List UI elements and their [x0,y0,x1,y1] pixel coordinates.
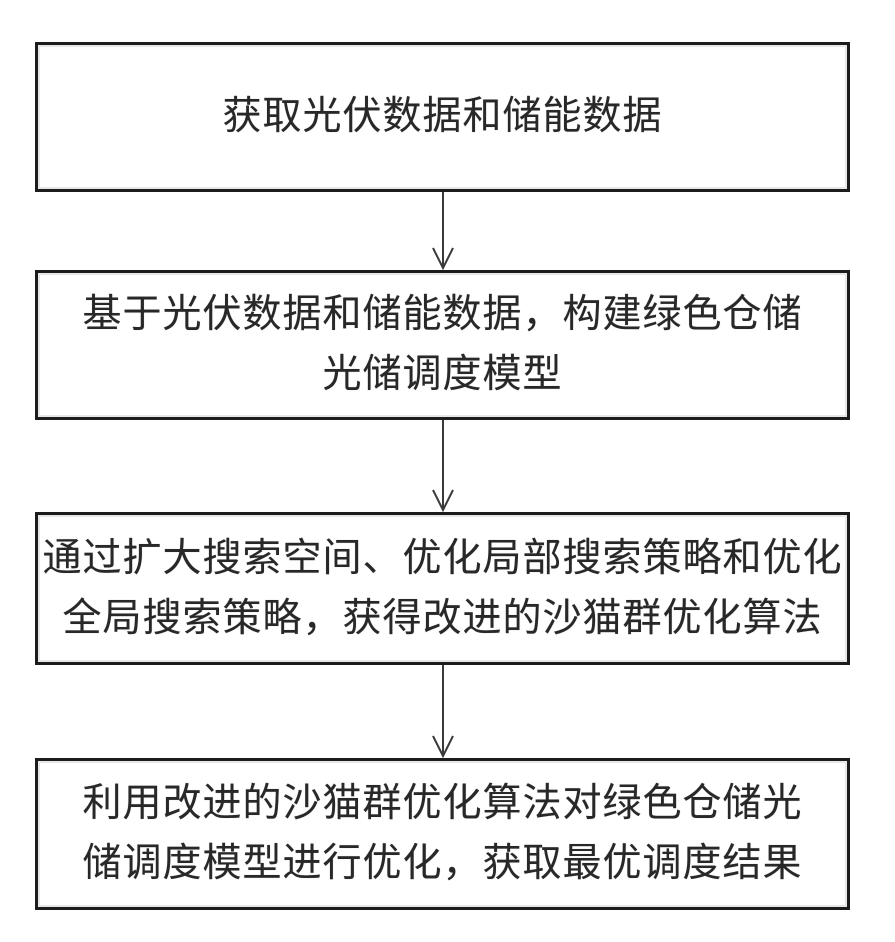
step-text-line: 储调度模型进行优化，获取最优调度结果 [82,841,803,886]
flow-step-build-model: 基于光伏数据和储能数据，构建绿色仓储 光储调度模型 [35,270,850,420]
down-arrow-icon [432,665,454,758]
step-text-line: 获取光伏数据和储能数据 [222,94,663,139]
flow-step-acquire-data: 获取光伏数据和储能数据 [35,42,850,192]
step-text-line: 全局搜索策略，获得改进的沙猫群优化算法 [62,595,823,641]
step-text-line: 光储调度模型 [322,352,563,397]
down-arrow-icon [432,420,454,512]
step-text-line: 利用改进的沙猫群优化算法对绿色仓储光 [82,781,803,826]
step-text-line: 通过扩大搜索空间、优化局部搜索策略和优化 [42,535,843,581]
flow-step-optimize-schedule: 利用改进的沙猫群优化算法对绿色仓储光 储调度模型进行优化，获取最优调度结果 [35,758,850,910]
down-arrow-icon [432,192,454,270]
flow-step-improve-algorithm: 通过扩大搜索空间、优化局部搜索策略和优化 全局搜索策略，获得改进的沙猫群优化算法 [35,512,850,665]
step-text-line: 基于光伏数据和储能数据，构建绿色仓储 [82,292,803,337]
